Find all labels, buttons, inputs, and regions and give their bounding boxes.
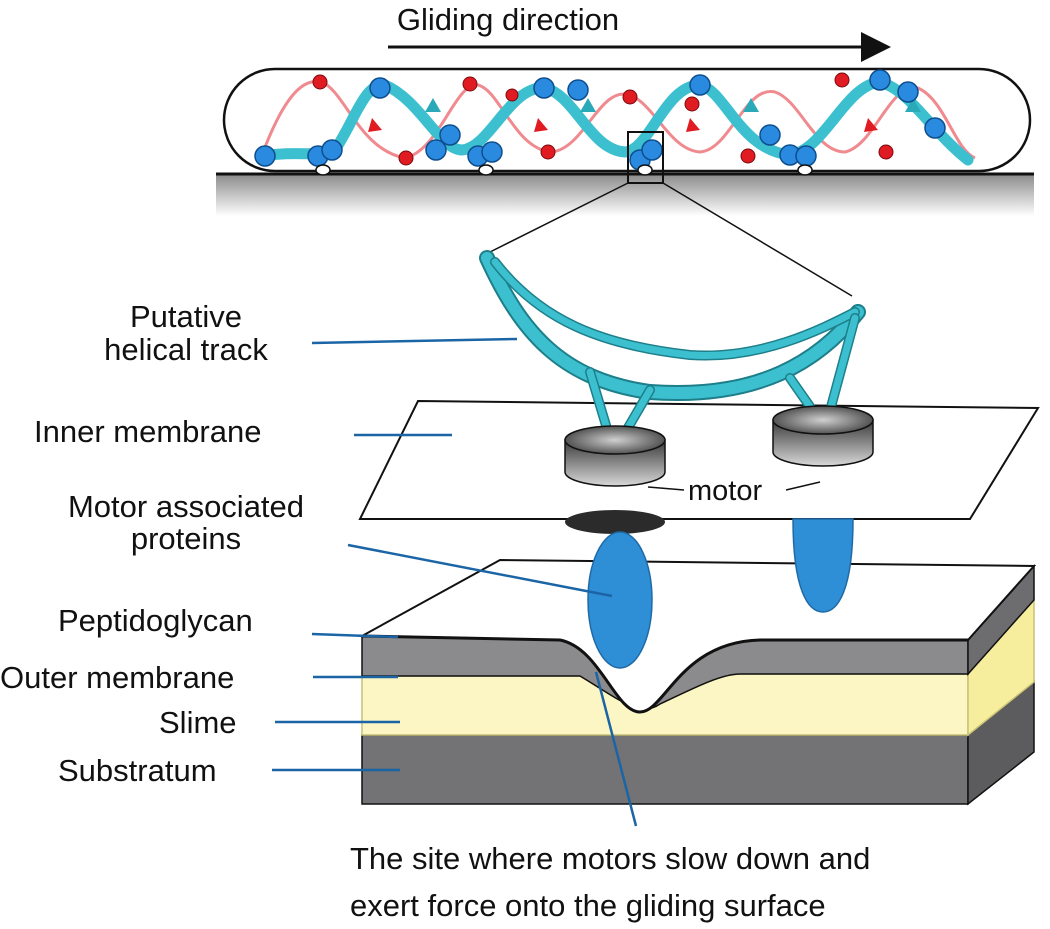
substratum-block	[361, 680, 1035, 806]
caption-leader	[594, 671, 638, 827]
motor-right	[772, 405, 874, 467]
peptidoglycan-label: Peptidoglycan	[58, 603, 253, 638]
outer-membrane-line	[361, 634, 968, 714]
motor-label: motor	[688, 475, 762, 507]
zoom-line-left	[487, 182, 629, 254]
motor-pointer-right	[785, 481, 821, 491]
motor-assoc-leader	[347, 543, 613, 598]
motor-associated-protein-right	[792, 518, 854, 613]
motor-assoc-label-line2: proteins	[131, 521, 241, 556]
contact-feet	[315, 164, 813, 176]
motor-pointer-left	[647, 486, 685, 491]
caption-line1: The site where motors slow down and	[350, 841, 870, 876]
helical-track-label-line1: Putative	[130, 299, 242, 334]
motor-assoc-label-line1: Motor associated	[68, 489, 304, 524]
zoom-line-right	[662, 182, 853, 297]
motor-dots	[254, 69, 946, 171]
zoom-box	[627, 131, 664, 184]
motor-left	[564, 425, 666, 487]
motor-associated-protein-left	[587, 531, 653, 669]
ground-surface	[216, 174, 1034, 216]
outer-membrane-label: Outer membrane	[0, 660, 234, 695]
helical-track-label-line2: helical track	[104, 332, 268, 367]
peptidoglycan-leader	[311, 632, 399, 639]
caption-line2: exert force onto the gliding surface	[350, 888, 826, 923]
slime-label: Slime	[159, 705, 237, 740]
substratum-label: Substratum	[58, 753, 217, 788]
red-dots	[312, 72, 894, 166]
track-direction-arrows	[368, 98, 921, 132]
inner-membrane-label: Inner membrane	[34, 414, 261, 449]
gliding-direction-label: Gliding direction	[397, 2, 619, 37]
motor-underside-disc	[565, 510, 665, 534]
helical-track-leader	[311, 337, 518, 345]
